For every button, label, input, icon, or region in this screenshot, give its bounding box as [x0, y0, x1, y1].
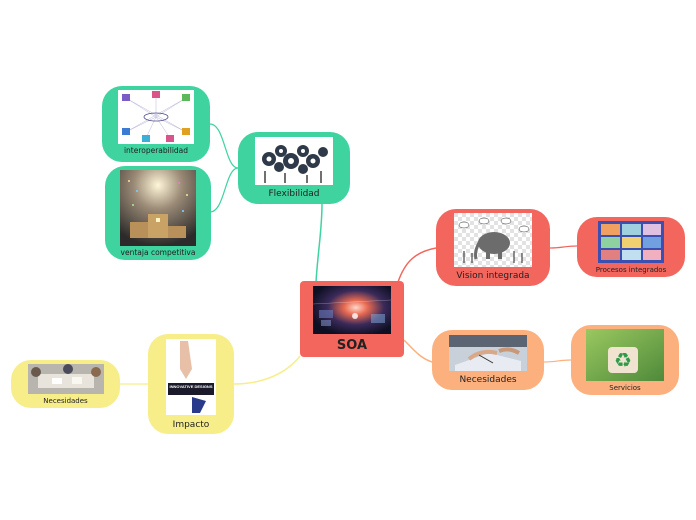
node-vision-integrada[interactable]: Vision integrada	[436, 209, 550, 286]
node-ventaja-competitiva[interactable]: ventaja competitiva	[105, 166, 211, 260]
meeting-image	[27, 364, 104, 394]
node-necesidades-right[interactable]: Necesidades	[432, 330, 544, 390]
handshake-image	[449, 335, 527, 371]
podium-image	[120, 170, 196, 246]
poster-text: INNOVATIVE DESIGNS	[169, 384, 213, 389]
link-flexibilidad-interoperabilidad	[209, 123, 239, 169]
node-label: Necesidades	[43, 397, 88, 405]
link-center-necesidades-r	[403, 339, 433, 363]
node-label: Procesos integrados	[595, 266, 667, 274]
elephant-image	[454, 213, 532, 267]
node-impacto[interactable]: INNOVATIVE DESIGNS Impacto	[148, 334, 234, 434]
link-necesidades-r-servicios	[543, 359, 572, 363]
node-interoperabilidad[interactable]: interoperabilidad	[102, 86, 210, 162]
technology-image	[313, 286, 391, 334]
link-center-impacto	[233, 355, 301, 385]
node-label: Servicios	[609, 384, 641, 392]
node-label: ventaja competitiva	[120, 248, 196, 257]
link-center-flexibilidad	[315, 203, 323, 283]
node-flexibilidad[interactable]: Flexibilidad	[238, 132, 350, 204]
poster-image: INNOVATIVE DESIGNS	[166, 339, 216, 415]
node-label: interoperabilidad	[123, 146, 189, 155]
link-center-vision	[397, 247, 437, 283]
center-node-soa[interactable]: SOA	[300, 281, 404, 357]
node-procesos-integrados[interactable]: Procesos integrados	[577, 217, 685, 277]
node-label: Necesidades	[459, 375, 517, 385]
node-necesidades-left[interactable]: Necesidades	[11, 360, 120, 408]
node-servicios[interactable]: ♻ Servicios	[571, 325, 679, 395]
recycle-image: ♻	[586, 329, 664, 381]
link-vision-procesos	[549, 245, 578, 249]
gears-image	[255, 137, 333, 185]
link-flexibilidad-ventaja	[209, 167, 239, 213]
network-image	[118, 90, 194, 144]
node-label: Flexibilidad	[268, 189, 320, 199]
video-call-image	[598, 221, 664, 263]
svg-text:♻: ♻	[614, 348, 632, 372]
node-label: Vision integrada	[456, 271, 530, 281]
node-label: Impacto	[172, 420, 210, 430]
center-label: SOA	[336, 338, 368, 353]
